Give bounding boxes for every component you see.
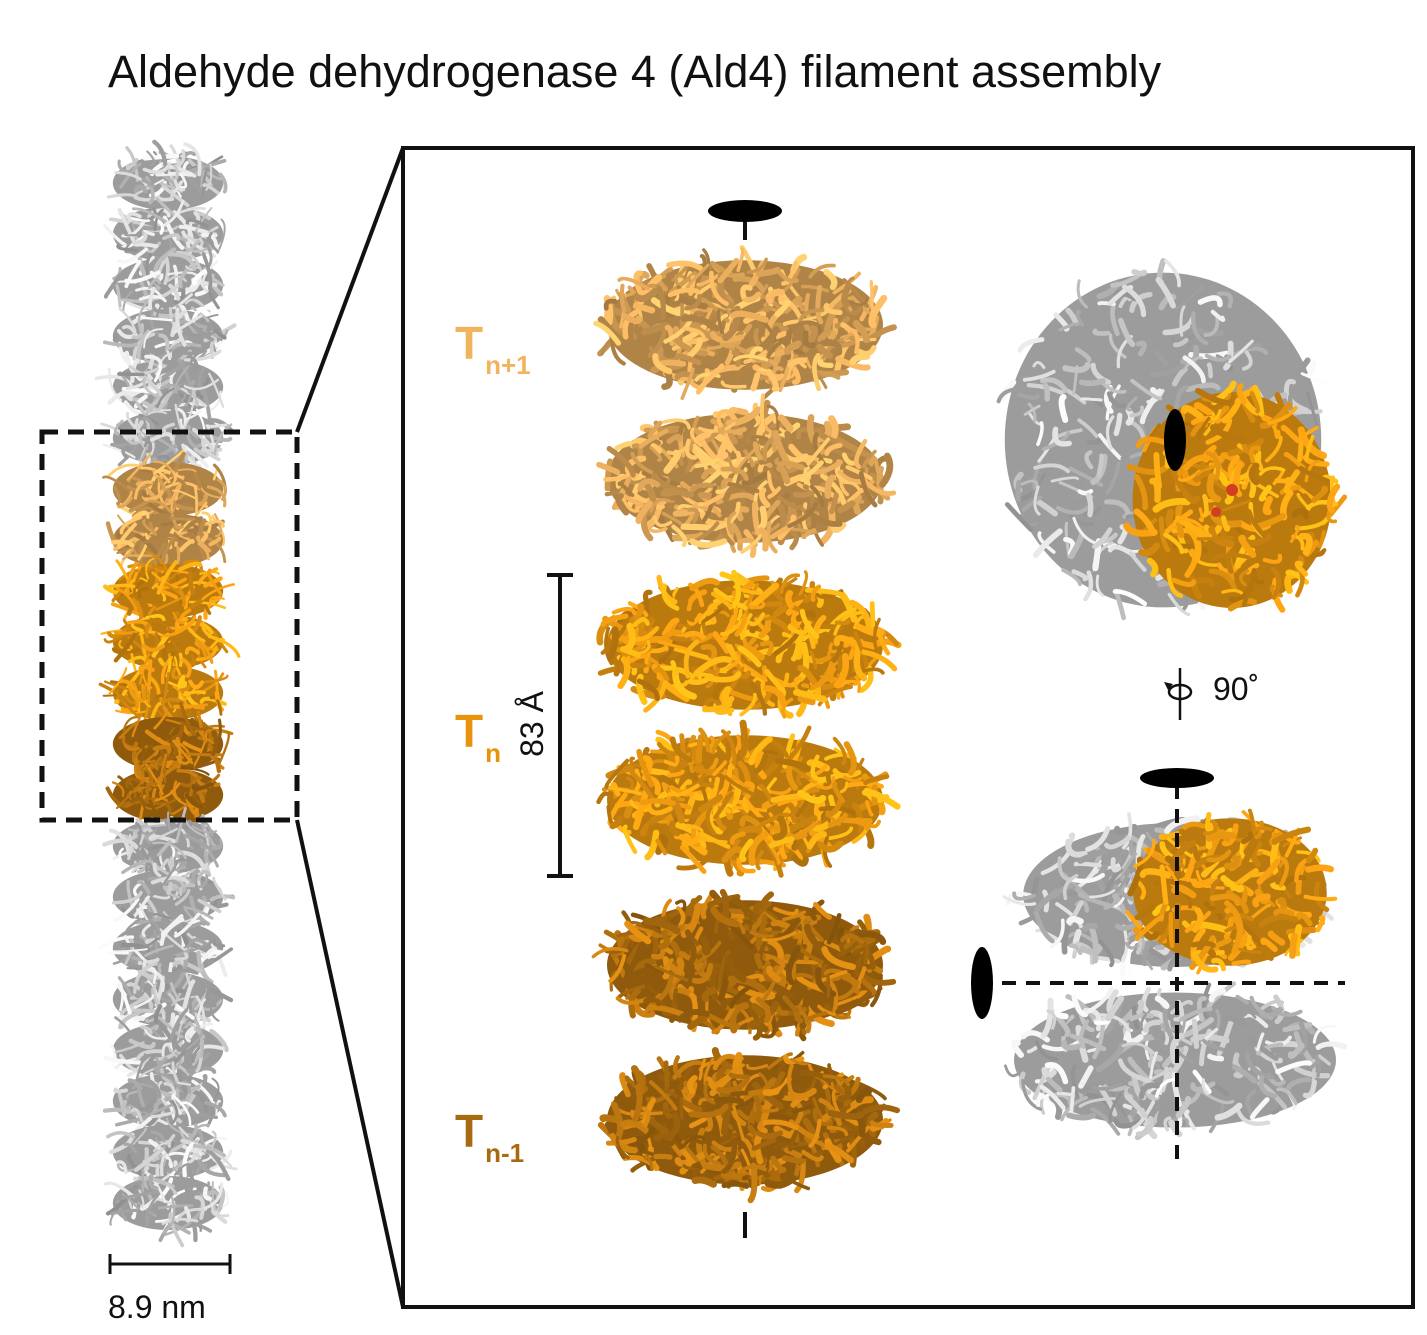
label-tetramer-n: Tn <box>455 705 501 768</box>
rotation-angle-label: 90˚ <box>1213 671 1260 707</box>
rotation-arrow-icon <box>1164 668 1193 720</box>
rise-distance-label: 83 Å <box>514 691 550 757</box>
scale-bar <box>108 1254 232 1274</box>
full-filament <box>94 139 241 1248</box>
zoom-line-bottom <box>295 819 405 1308</box>
zoom-panel-frame <box>401 146 1415 1309</box>
twofold-axis-ellipse-icon <box>1140 768 1214 788</box>
zoom-selection-box <box>39 429 300 823</box>
twofold-axis-ellipse-icon <box>708 200 782 222</box>
helical-axis <box>708 200 782 1238</box>
twofold-axis-ellipse-icon <box>1164 409 1186 471</box>
top-view-tetramer <box>996 258 1348 621</box>
zoom-line-top <box>295 147 405 433</box>
scale-bar-label: 8.9 nm <box>108 1289 206 1325</box>
tetramer-stack <box>591 245 902 1204</box>
figure-title: Aldehyde dehydrogenase 4 (Ald4) filament… <box>108 46 1162 97</box>
label-tetramer-n-minus-1: Tn-1 <box>455 1105 525 1168</box>
side-view-tetramer <box>971 768 1348 1160</box>
rise-bar <box>547 573 573 878</box>
twofold-axis-ellipse-icon <box>971 947 993 1019</box>
label-tetramer-n-plus-1: Tn+1 <box>455 317 531 380</box>
